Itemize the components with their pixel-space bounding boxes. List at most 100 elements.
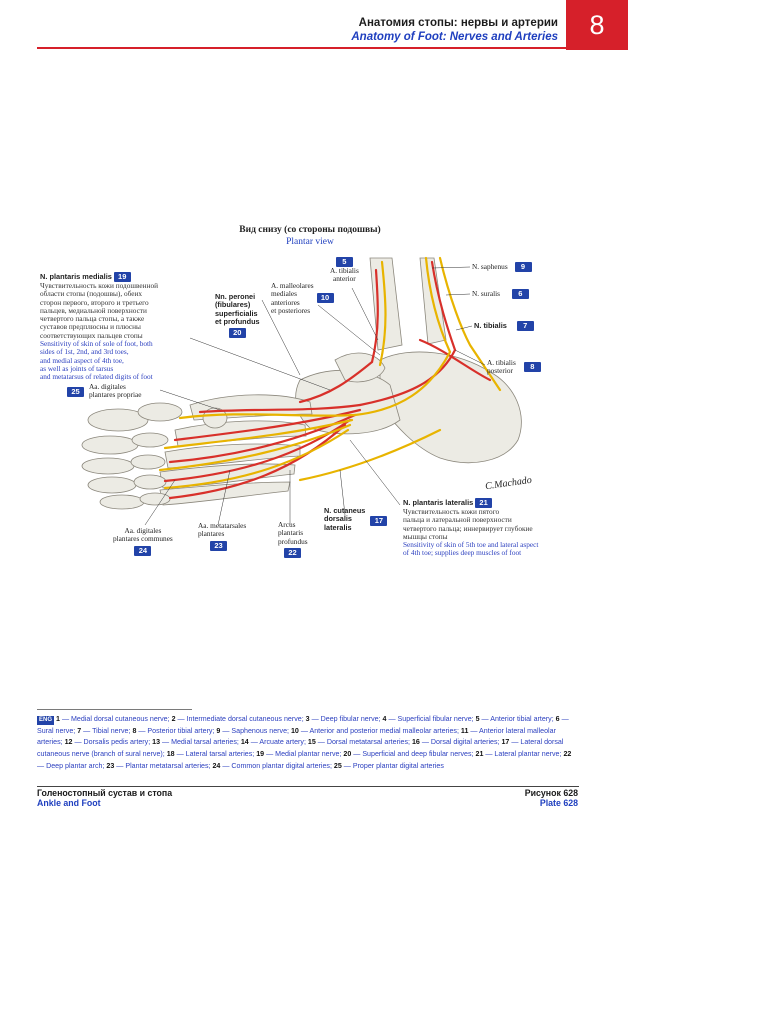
- label-number: 17: [370, 516, 388, 526]
- label-line: A. tibialis: [330, 266, 359, 275]
- chapter-number: 8: [566, 0, 628, 50]
- legend-item-text: — Deep fibular nerve;: [309, 715, 383, 723]
- label-line: N. cutaneus: [324, 506, 366, 515]
- legend-item-text: — Superficial fibular nerve;: [386, 715, 476, 723]
- label-line: (fibulares): [215, 300, 251, 310]
- label-number: 10: [316, 293, 334, 303]
- leader-lines: [144, 266, 486, 526]
- legend-item-text: — Saphenous nerve;: [220, 726, 291, 735]
- label-line: пальца и латеральной поверхности: [403, 515, 512, 525]
- label-number: 8: [523, 362, 541, 372]
- label-line: of 4th toe; supplies deep muscles of foo…: [403, 548, 522, 558]
- footer-plate-ru: Рисунок 628: [524, 788, 578, 798]
- figure-title-en: Plantar view: [286, 237, 334, 247]
- label-line: Aa. metatarsales: [198, 521, 247, 530]
- legend-item-text: — Sural nerve;: [37, 715, 569, 735]
- label-line: anterior: [333, 274, 356, 284]
- legend-language-tag: ENG: [37, 716, 55, 725]
- legend-item-number: 9: [216, 726, 221, 735]
- label-line: Sensitivity of skin of sole of foot, bot…: [40, 339, 153, 349]
- label-line: Чувствительность кожи пятого: [403, 507, 500, 516]
- legend-items: 1 — Medial dorsal cutaneous nerve; 2 — I…: [37, 715, 571, 770]
- legend-item-text: — Dorsalis pedis artery;: [72, 738, 153, 747]
- label-number: 7: [516, 321, 534, 331]
- legend-item-text: — Dorsal digital arteries;: [419, 738, 502, 747]
- label-number: 19: [113, 272, 131, 282]
- label-line: lateralis: [324, 522, 352, 532]
- label-line: and metatarsus of related digits of foot: [40, 372, 153, 382]
- label-line: A. tibialis: [487, 358, 516, 367]
- label-line: superficialis: [215, 308, 258, 318]
- label-line: dorsalis: [324, 514, 352, 524]
- label-number: 9: [514, 262, 532, 272]
- label-line: plantares: [198, 529, 225, 539]
- legend-item-number: 16: [411, 738, 420, 747]
- header-rule: [37, 47, 567, 49]
- label-number: 21: [475, 498, 493, 508]
- legend-item-number: 14: [240, 738, 249, 747]
- label-n-saphenus: N. saphenus 9: [472, 262, 532, 272]
- legend-item-text: — Posterior tibial artery;: [136, 726, 217, 735]
- label-n-suralis: N. suralis 6: [472, 289, 529, 299]
- legend-item-text: — Dorsal metatarsal arteries;: [315, 738, 412, 747]
- legend-item-number: 17: [501, 738, 510, 747]
- legend-item-text: — Medial tarsal arteries;: [160, 738, 241, 747]
- legend-item-text: — Lateral tarsal arteries;: [174, 750, 257, 759]
- legend-item-text: — Medial plantar nerve;: [264, 750, 344, 759]
- legend-item-text: — Lateral plantar nerve;: [483, 750, 564, 759]
- label-en-text: Sensitivity of skin of 5th toe and later…: [403, 540, 573, 558]
- label-line: and medial aspect of 4th toe,: [40, 355, 124, 365]
- legend-item-text: — Tibial nerve;: [81, 726, 133, 735]
- label-line: Aa. digitales: [124, 526, 162, 535]
- label-line: et profundus: [215, 316, 260, 326]
- label-n-plantaris-lateralis: N. plantaris lateralis 21 Чувствительнос…: [403, 498, 573, 558]
- label-number: 20: [228, 328, 246, 339]
- legend-item-number: 12: [64, 738, 73, 747]
- legend-item-number: 8: [132, 726, 137, 735]
- legend-item-number: 13: [152, 738, 161, 747]
- legend-item-number: 7: [77, 726, 82, 735]
- nerves: [158, 256, 502, 490]
- label-line: сторон первого, второго и третьего: [40, 297, 149, 307]
- label-line: A. malleolares: [271, 281, 314, 290]
- legend-item-number: 21: [475, 750, 484, 759]
- legend-item-number: 3: [305, 715, 310, 723]
- label-line: plantaris: [278, 528, 304, 538]
- label-en-text: Sensitivity of skin of sole of foot, bot…: [40, 339, 190, 382]
- legend-item-number: 4: [382, 715, 387, 723]
- legend-item-number: 6: [555, 715, 560, 723]
- label-number: 5: [335, 257, 353, 267]
- legend-item-text: — Lateral dorsal cutaneous nerve (branch…: [37, 738, 564, 759]
- legend-item-number: 25: [333, 761, 342, 770]
- footer-plate-en: Plate 628: [539, 798, 578, 808]
- legend-item-number: 1: [56, 715, 60, 723]
- legend-item-number: 18: [166, 750, 175, 759]
- legend-item-text: — Proper plantar digital arteries: [341, 761, 444, 770]
- legend-item-text: — Arcuate artery;: [248, 738, 308, 747]
- label-line: мышцы стопы: [403, 531, 448, 541]
- label-line: mediales: [271, 289, 297, 299]
- label-line: as well as joints of tarsus: [40, 363, 114, 373]
- figure-title-ru: Вид снизу (со стороны подошвы): [239, 225, 381, 235]
- label-line: anteriores: [271, 297, 300, 307]
- legend-item-number: 23: [106, 761, 115, 770]
- label-line: posterior: [487, 366, 513, 376]
- legend-item-text: — Anterior and posterior medial malleola…: [298, 726, 461, 735]
- header-title-ru: Анатомия стопы: нервы и артерии: [358, 17, 558, 29]
- label-line: четвертого пальца; иннервирует глубокие: [403, 523, 533, 533]
- label-number: 22: [284, 547, 301, 558]
- label-number: 25: [67, 387, 84, 397]
- legend-item-number: 24: [212, 761, 221, 770]
- label-line: Aa. digitales: [89, 382, 126, 391]
- legend-item-text: — Common plantar digital arteries;: [220, 761, 334, 770]
